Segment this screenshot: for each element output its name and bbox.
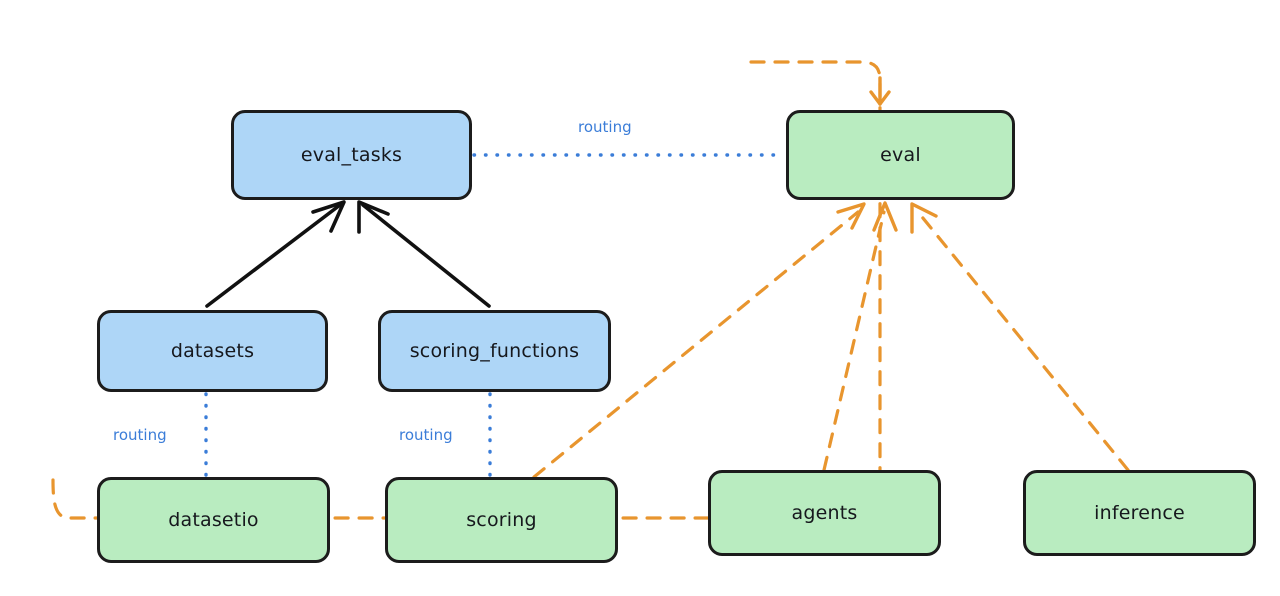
node-label-eval_tasks: eval_tasks	[300, 143, 403, 166]
node-eval[interactable]: eval	[786, 110, 1015, 200]
node-agents[interactable]: agents	[708, 470, 941, 556]
edge-label-routing-scoring_functions-scoring: routing	[399, 426, 453, 444]
node-scoring_functions[interactable]: scoring_functions	[378, 310, 611, 392]
node-scoring[interactable]: scoring	[385, 477, 618, 563]
edge-label-routing-eval_tasks-eval: routing	[578, 118, 632, 136]
edge-scoring_functions-to-eval_tasks	[357, 200, 491, 308]
node-label-eval: eval	[880, 143, 921, 166]
node-label-datasetio: datasetio	[168, 508, 259, 531]
node-datasetio[interactable]: datasetio	[97, 477, 330, 563]
edge-inference-to-eval	[910, 202, 1130, 472]
edge-label-routing-datasets-datasetio: routing	[113, 426, 167, 444]
node-eval_tasks[interactable]: eval_tasks	[231, 110, 472, 200]
node-label-scoring: scoring	[466, 508, 537, 531]
node-label-datasets: datasets	[170, 339, 255, 362]
node-datasets[interactable]: datasets	[97, 310, 328, 392]
node-label-scoring_functions: scoring_functions	[409, 339, 580, 362]
edge-datasets-to-eval_tasks	[205, 200, 346, 308]
node-label-inference: inference	[1094, 501, 1185, 524]
node-label-agents: agents	[791, 501, 858, 524]
node-inference[interactable]: inference	[1023, 470, 1256, 556]
edge-agents-to-eval	[822, 201, 898, 472]
